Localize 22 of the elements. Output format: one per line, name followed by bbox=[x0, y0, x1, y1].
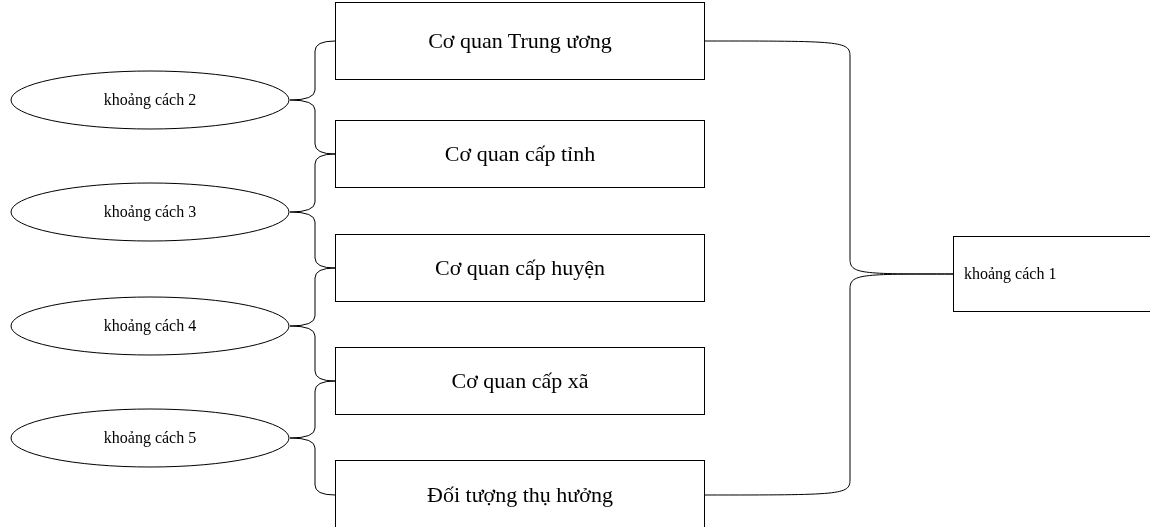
node-label: khoảng cách 1 bbox=[964, 265, 1057, 283]
node-label: khoảng cách 4 bbox=[103, 317, 197, 335]
ellipse-node bbox=[10, 70, 290, 130]
process-box bbox=[953, 236, 1150, 312]
process-box bbox=[335, 120, 705, 188]
ellipse-node bbox=[10, 182, 290, 242]
brace-connector bbox=[704, 273, 954, 496]
process-box bbox=[335, 234, 705, 302]
ellipse-node bbox=[10, 408, 290, 468]
process-box bbox=[335, 347, 705, 415]
node-label: khoảng cách 5 bbox=[103, 429, 197, 447]
node-label: Đối tượng thụ hưởng bbox=[427, 482, 613, 508]
ellipse-node bbox=[10, 296, 290, 356]
node-label: Cơ quan Trung ương bbox=[428, 28, 612, 54]
node-label: Cơ quan cấp xã bbox=[451, 368, 589, 394]
process-box bbox=[335, 2, 705, 80]
node-label: khoảng cách 3 bbox=[103, 203, 197, 221]
node-label: Cơ quan cấp huyện bbox=[435, 255, 605, 281]
node-label: Cơ quan cấp tỉnh bbox=[444, 141, 596, 167]
node-label: khoảng cách 2 bbox=[103, 91, 197, 109]
brace-connector bbox=[289, 437, 336, 496]
process-box bbox=[335, 460, 705, 527]
